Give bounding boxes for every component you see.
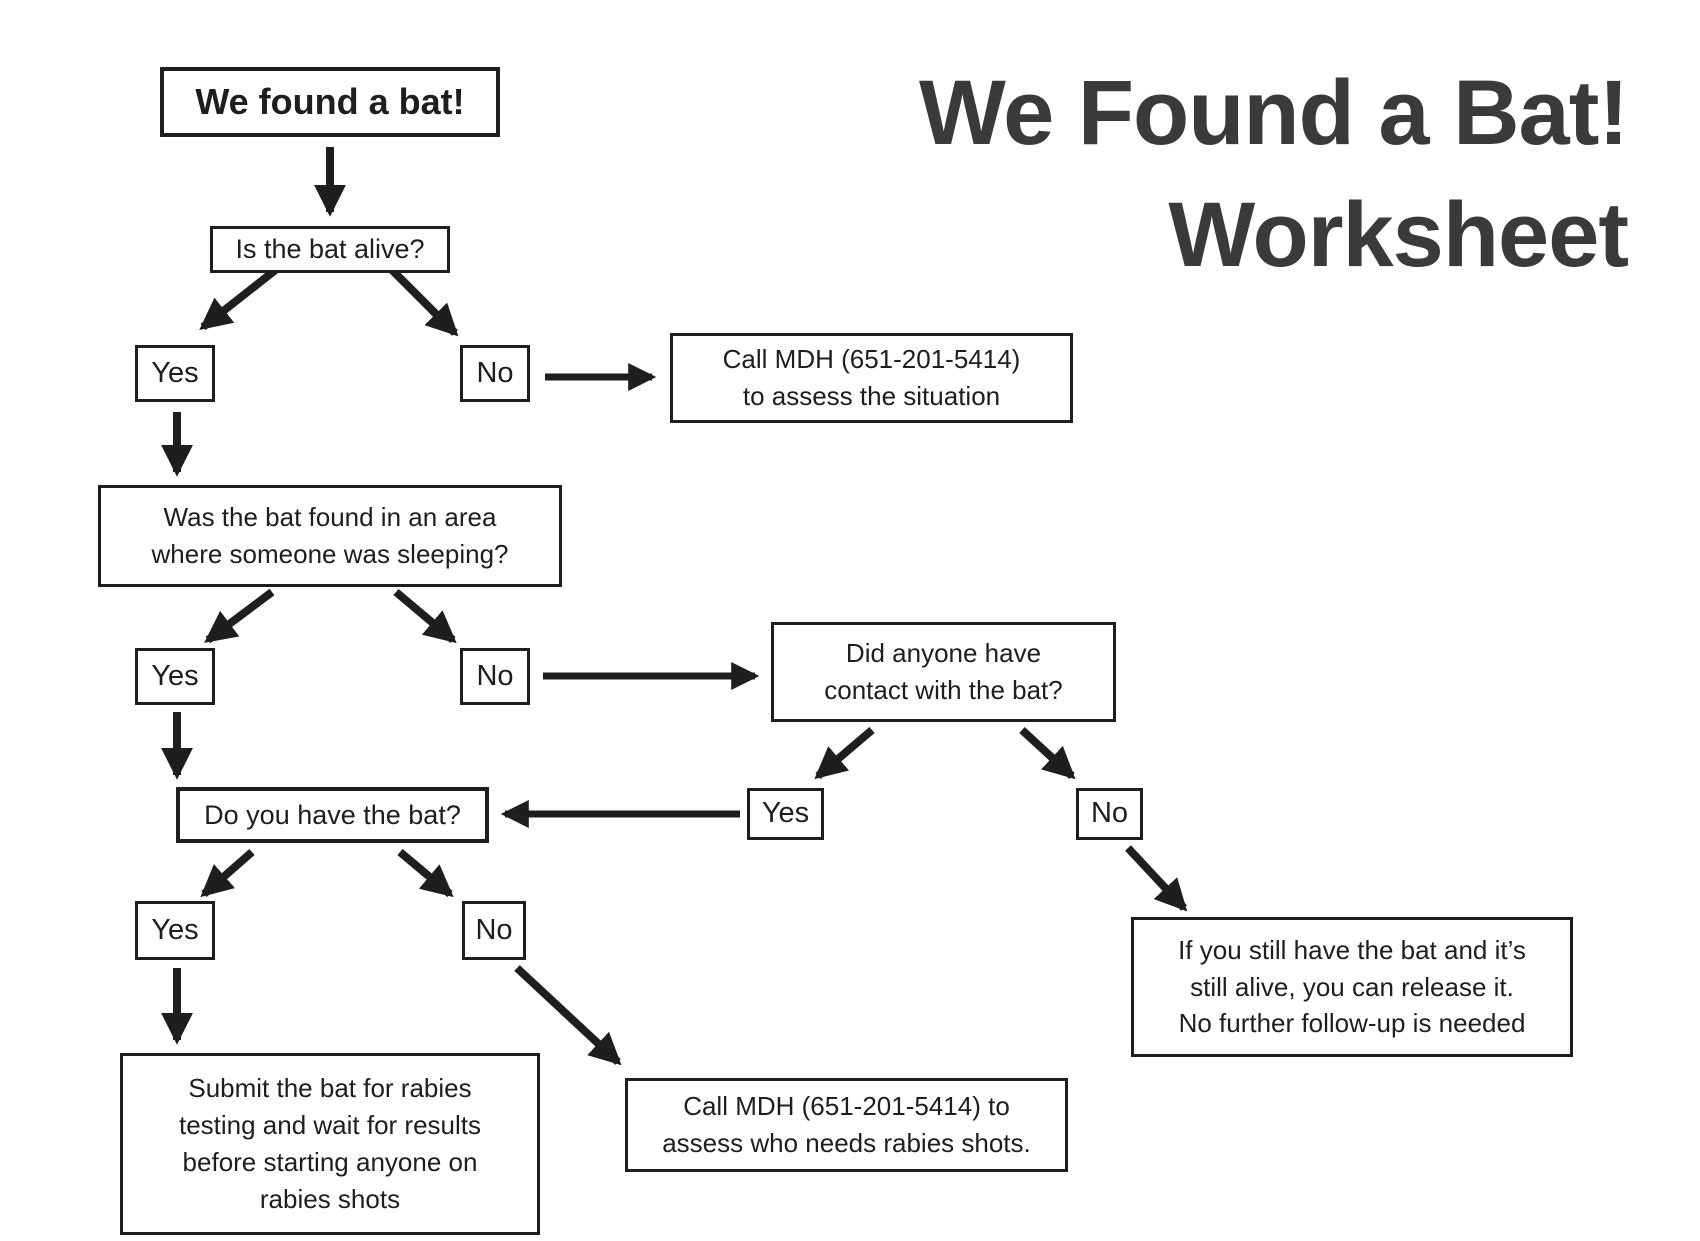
node-question-contact-with-bat: Did anyone have contact with the bat? <box>771 622 1116 722</box>
node-have-no: No <box>462 901 526 960</box>
arrow-have-bat-to-no <box>397 848 454 898</box>
node-have-yes: Yes <box>135 901 215 960</box>
node-release-bat: If you still have the bat and it’s still… <box>1131 917 1573 1057</box>
page-title-line1: We Found a Bat! <box>918 62 1629 164</box>
arrow-have-bat-to-yes <box>200 848 255 898</box>
node-alive-no: No <box>460 345 530 402</box>
node-start: We found a bat! <box>160 67 500 137</box>
arrow-contact-to-yes <box>814 726 875 780</box>
node-sleeping-yes: Yes <box>135 648 215 705</box>
arrow-no3-to-release <box>1125 845 1188 912</box>
node-call-mdh-rabies-shots: Call MDH (651-201-5414) to assess who ne… <box>625 1078 1068 1172</box>
arrow-no4-to-call-shots <box>514 965 622 1066</box>
node-contact-no: No <box>1076 788 1143 840</box>
node-submit-bat-for-testing: Submit the bat for rabies testing and wa… <box>120 1053 540 1235</box>
node-alive-yes: Yes <box>135 345 215 402</box>
node-call-mdh-assess-situation: Call MDH (651-201-5414) to assess the si… <box>670 333 1073 423</box>
arrow-sleeping-to-yes <box>204 588 275 644</box>
arrow-alive-to-no <box>385 263 459 337</box>
node-sleeping-no: No <box>460 648 530 705</box>
node-question-sleeping-area: Was the bat found in an area where someo… <box>98 485 562 587</box>
arrow-alive-to-yes <box>199 264 281 331</box>
node-question-have-bat: Do you have the bat? <box>176 787 489 843</box>
arrow-sleeping-to-no <box>393 588 457 644</box>
page-title: We Found a Bat! Worksheet <box>918 52 1629 297</box>
arrow-contact-to-no <box>1019 727 1076 780</box>
node-question-bat-alive: Is the bat alive? <box>210 226 450 273</box>
node-contact-yes: Yes <box>747 788 824 840</box>
page-title-line2: Worksheet <box>1168 184 1629 287</box>
